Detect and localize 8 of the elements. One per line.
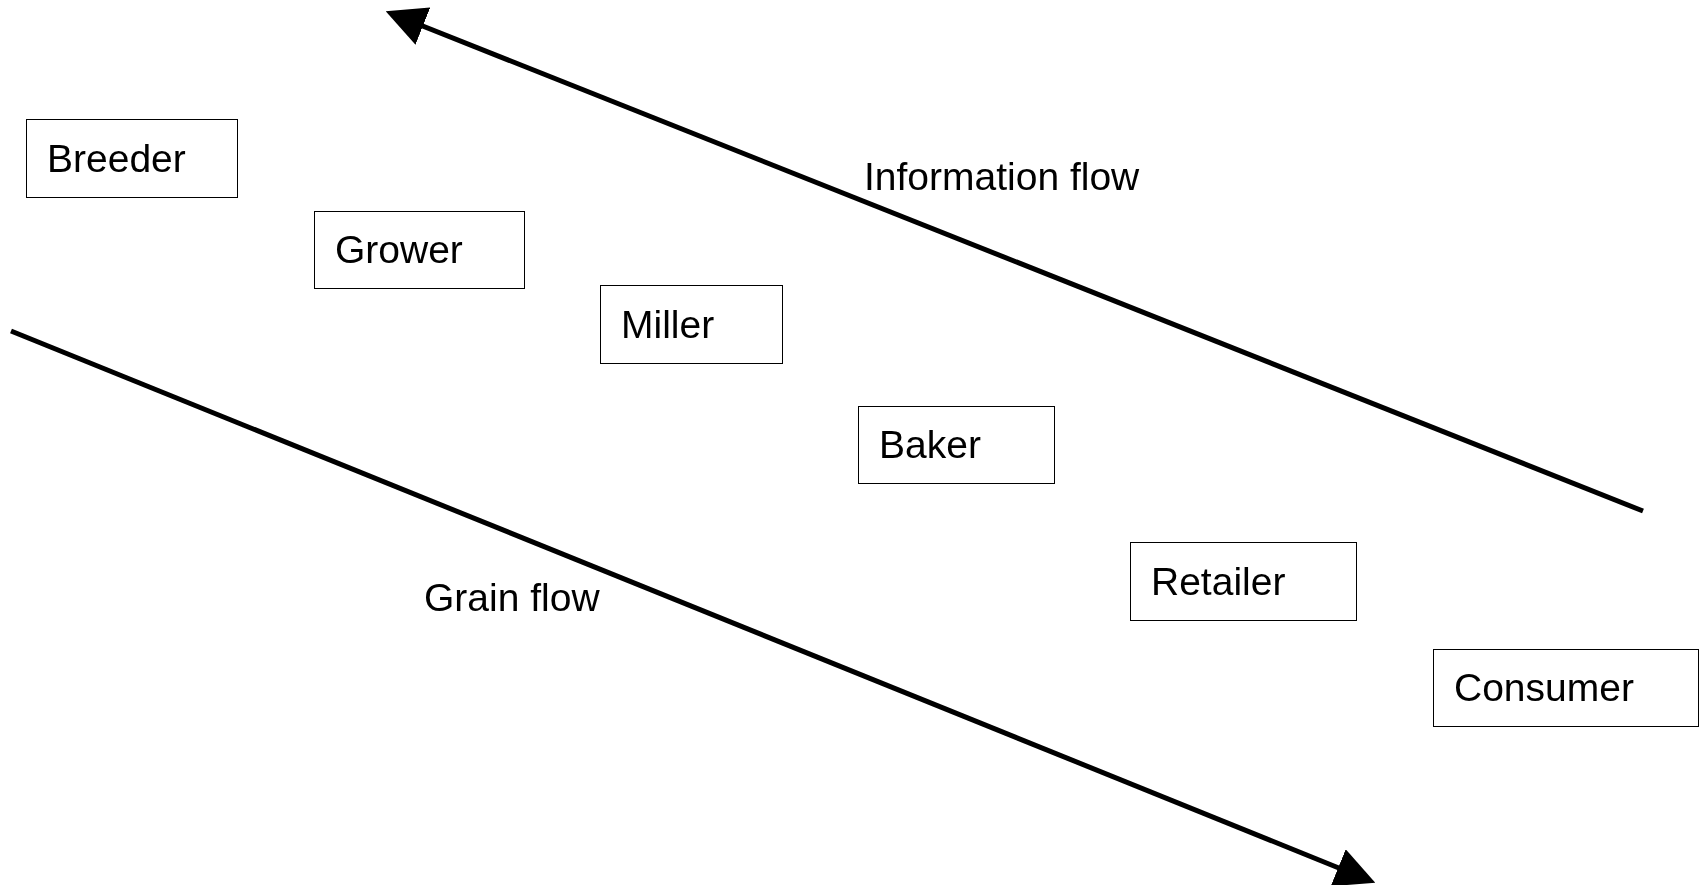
role-box: Consumer	[1433, 649, 1699, 727]
role-box: Retailer	[1130, 542, 1357, 621]
role-box: Baker	[858, 406, 1055, 484]
flow-label: Grain flow	[424, 578, 600, 617]
role-box: Breeder	[26, 119, 238, 198]
role-box: Miller	[600, 285, 783, 364]
flow-label: Information flow	[864, 157, 1140, 196]
role-box: Grower	[314, 211, 525, 289]
